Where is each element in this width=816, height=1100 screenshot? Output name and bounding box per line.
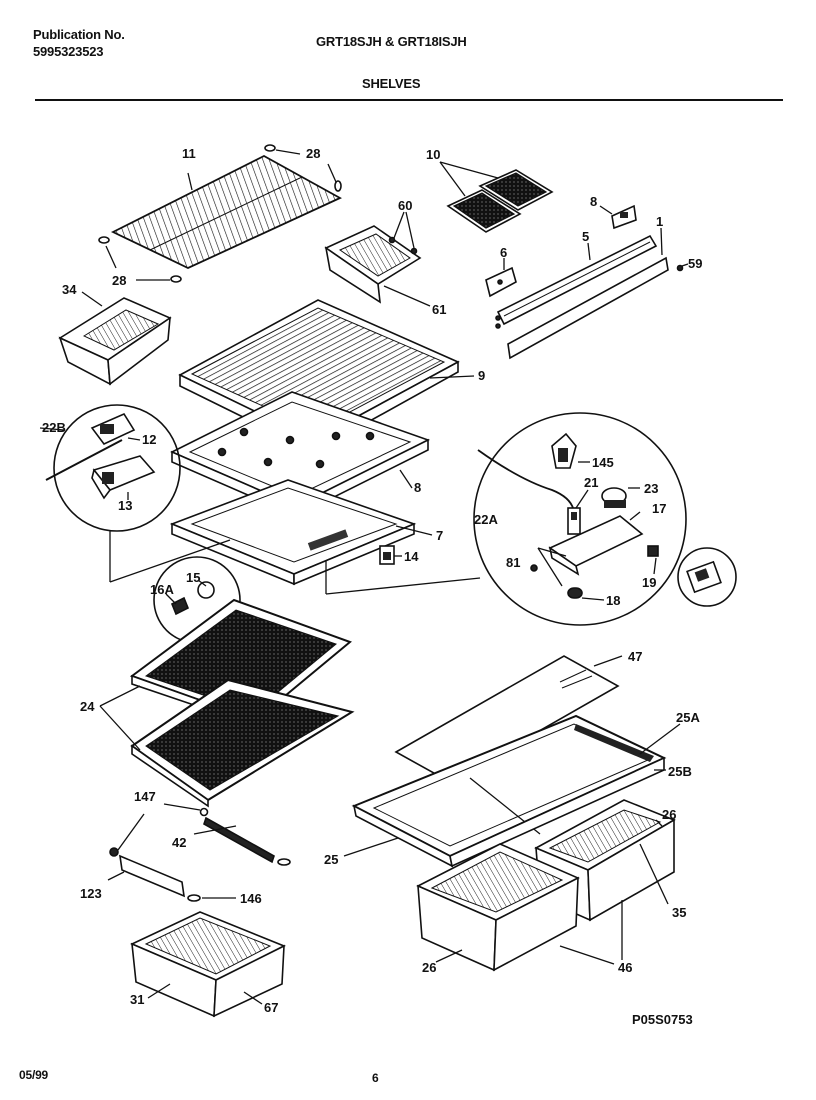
callout-8-middle: 8: [414, 480, 421, 495]
callout-14: 14: [404, 549, 419, 564]
shelf-frame-part: [170, 391, 431, 518]
callout-13: 13: [118, 498, 132, 513]
shelf-base-part: [169, 479, 433, 586]
callout-21: 21: [584, 475, 598, 490]
callout-9: 9: [478, 368, 485, 383]
callout-22B: 22B: [42, 420, 66, 435]
drawer-rail-part: [107, 803, 291, 902]
callout-67: 67: [264, 1000, 278, 1015]
callout-60: 60: [398, 198, 412, 213]
switch-detail-circle: [677, 547, 737, 607]
callout-11: 11: [182, 146, 196, 161]
callout-28-bottom: 28: [112, 273, 126, 288]
callout-5: 5: [582, 229, 589, 244]
callout-146: 146: [240, 891, 262, 906]
footer-date: 05/99: [19, 1068, 49, 1082]
section-title: SHELVES: [362, 76, 421, 91]
callout-8-top: 8: [590, 194, 597, 209]
callout-18: 18: [606, 593, 620, 608]
publication-label: Publication No.: [33, 27, 125, 42]
page-number: 6: [372, 1071, 379, 1085]
callout-25: 25: [324, 852, 338, 867]
callout-23: 23: [644, 481, 658, 496]
callout-34: 34: [62, 282, 77, 297]
callout-35: 35: [672, 905, 686, 920]
figure-code: P05S0753: [632, 1012, 693, 1027]
callout-47: 47: [628, 649, 642, 664]
control-clip-part: [379, 545, 402, 565]
callout-28-top: 28: [306, 146, 320, 161]
callout-147: 147: [134, 789, 156, 804]
callout-22A: 22A: [474, 512, 498, 527]
callout-12: 12: [142, 432, 156, 447]
callout-7: 7: [436, 528, 443, 543]
meat-drawer-part: [130, 911, 286, 1018]
callout-26-left: 26: [422, 960, 436, 975]
crisper-drawer-left: [416, 843, 623, 972]
thermostat-detail-circle: [325, 412, 687, 626]
model-number: GRT18SJH & GRT18ISJH: [316, 34, 467, 49]
storage-bin-part: [58, 291, 172, 386]
callout-6: 6: [500, 245, 507, 260]
glass-shelves-part: [99, 598, 355, 808]
callout-17: 17: [652, 501, 666, 516]
damper-detail-circle: [39, 404, 231, 583]
callout-81: 81: [506, 555, 520, 570]
trim-strips-part: [495, 204, 689, 360]
wire-shelf-part: [110, 154, 342, 269]
knob-detail-circle: [153, 556, 241, 644]
callout-31: 31: [130, 992, 144, 1007]
callout-1: 1: [656, 214, 663, 229]
callout-24: 24: [80, 699, 95, 714]
callout-46: 46: [618, 960, 632, 975]
crisper-cover-part: [343, 655, 681, 868]
publication-number: 5995323523: [33, 44, 104, 59]
callout-145: 145: [592, 455, 614, 470]
callout-25B: 25B: [668, 764, 692, 779]
callout-59: 59: [688, 256, 702, 271]
callout-61: 61: [432, 302, 446, 317]
ice-trays-part: [439, 161, 554, 233]
callout-26-right: 26: [662, 807, 676, 822]
shelf-bracket-part: [324, 211, 431, 307]
callout-25A: 25A: [676, 710, 700, 725]
callout-123: 123: [80, 886, 102, 901]
callout-19: 19: [642, 575, 656, 590]
header-rule: [35, 99, 783, 101]
callout-15: 15: [186, 570, 200, 585]
callout-42: 42: [172, 835, 186, 850]
shelf-end-caps: [98, 144, 342, 283]
small-bracket-part: [485, 258, 517, 298]
callout-16A: 16A: [150, 582, 174, 597]
callout-10: 10: [426, 147, 440, 162]
